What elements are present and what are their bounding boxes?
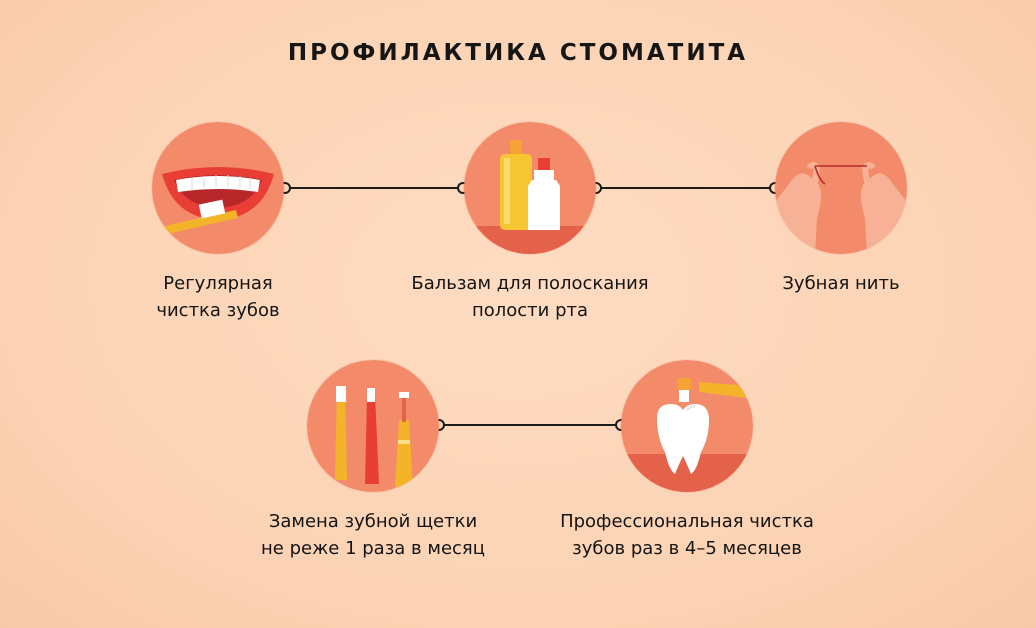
caption-mouthwash: Бальзам для полоскания полости рта xyxy=(380,270,680,324)
toothbrushes-icon xyxy=(307,360,439,492)
caption-line: Бальзам для полоскания xyxy=(411,273,649,294)
dental-floss-hands-icon xyxy=(775,122,907,254)
caption-line: Профессиональная чистка xyxy=(560,511,814,532)
mouthwash-bottles-icon xyxy=(464,122,596,254)
caption-line: зубов раз в 4–5 месяцев xyxy=(572,538,802,559)
caption-line: полости рта xyxy=(471,300,589,321)
caption-line: Зубная нить xyxy=(782,273,900,294)
page-title: ПРОФИЛАКТИКА СТОМАТИТА xyxy=(287,40,749,66)
caption-toothbrush-replace: Замена зубной щетки не реже 1 раза в мес… xyxy=(238,508,508,562)
caption-line: Замена зубной щетки xyxy=(268,511,478,532)
smile-toothbrush-icon xyxy=(152,122,284,254)
caption-professional-cleaning: Профессиональная чистка зубов раз в 4–5 … xyxy=(537,508,837,562)
caption-line: не реже 1 раза в месяц xyxy=(261,538,485,559)
tooth-cleaning-icon xyxy=(621,360,753,492)
caption-line: чистка зубов xyxy=(156,300,280,321)
caption-floss: Зубная нить xyxy=(741,270,941,297)
caption-line: Регулярная xyxy=(163,273,273,294)
caption-brushing: Регулярная чистка зубов xyxy=(118,270,318,324)
